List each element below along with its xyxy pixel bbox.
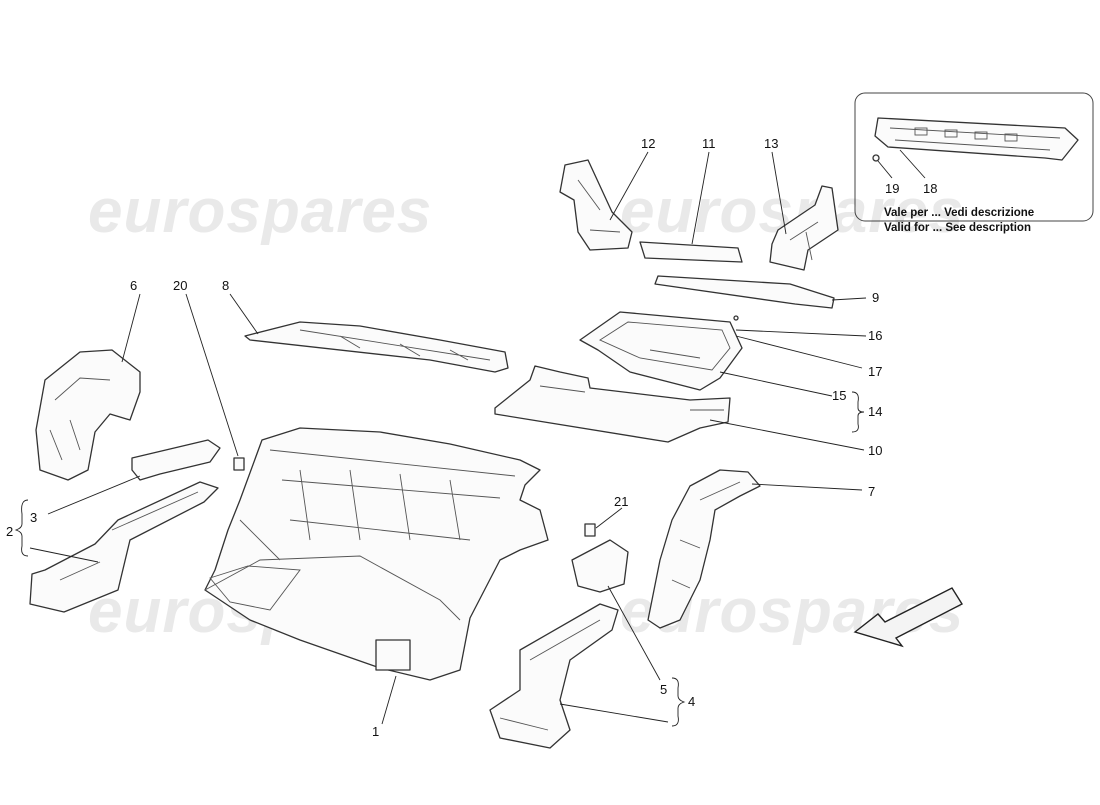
part-4-rail-right <box>489 603 619 749</box>
callout-7: 7 <box>868 484 875 499</box>
part-3-bracket <box>131 439 221 481</box>
part-8-parcel-shelf <box>244 321 509 373</box>
callout-2: 2 <box>6 524 13 539</box>
watermark-left: eurospares <box>88 177 432 246</box>
part-16-screw <box>733 315 739 321</box>
part-5-bracket <box>571 539 629 593</box>
inset-frame <box>854 92 1094 222</box>
callout-10: 10 <box>868 443 882 458</box>
callout-16: 16 <box>868 328 882 343</box>
part-6-wheel-arch-left <box>35 349 141 481</box>
callout-11: 11 <box>702 136 716 151</box>
callout-20: 20 <box>173 278 187 293</box>
callout-4: 4 <box>688 694 695 709</box>
callout-21: 21 <box>614 494 628 509</box>
part-7-wheel-arch-right <box>647 469 761 629</box>
callout-5: 5 <box>660 682 667 697</box>
brace-4 <box>671 677 686 727</box>
part-21-clip <box>584 523 596 537</box>
callout-9: 9 <box>872 290 879 305</box>
part-20-clip <box>233 457 245 471</box>
part-2-rail-left <box>29 481 219 613</box>
brace-14 <box>851 391 865 433</box>
part-9-reinforcement <box>654 275 835 309</box>
inset-text-en: Valid for ... See description <box>884 222 1031 234</box>
callout-8: 8 <box>222 278 229 293</box>
part-13-bracket <box>769 185 839 271</box>
part-10-floor-panel <box>494 365 731 443</box>
inset-text-it: Vale per ... Vedi descrizione <box>884 207 1034 219</box>
callout-17: 17 <box>868 364 882 379</box>
arrow-icon <box>853 587 963 648</box>
callout-6: 6 <box>130 278 137 293</box>
part-1-mount <box>375 639 411 671</box>
callout-3: 3 <box>30 510 37 525</box>
part-1-rear-body <box>204 427 549 681</box>
brace-2 <box>14 499 29 557</box>
callout-14: 14 <box>868 404 882 419</box>
callout-18: 18 <box>923 181 937 196</box>
inset-box: 19 18 Vale per ... Vedi descrizione Vali… <box>854 92 1094 234</box>
part-15-spare-wheel-well <box>579 311 743 391</box>
callout-13: 13 <box>764 136 778 151</box>
callout-15: 15 <box>832 388 846 403</box>
callout-1: 1 <box>372 724 379 739</box>
callout-19: 19 <box>885 181 899 196</box>
callout-12: 12 <box>641 136 655 151</box>
part-11-panel <box>639 241 743 263</box>
part-19-bolt <box>872 154 880 162</box>
